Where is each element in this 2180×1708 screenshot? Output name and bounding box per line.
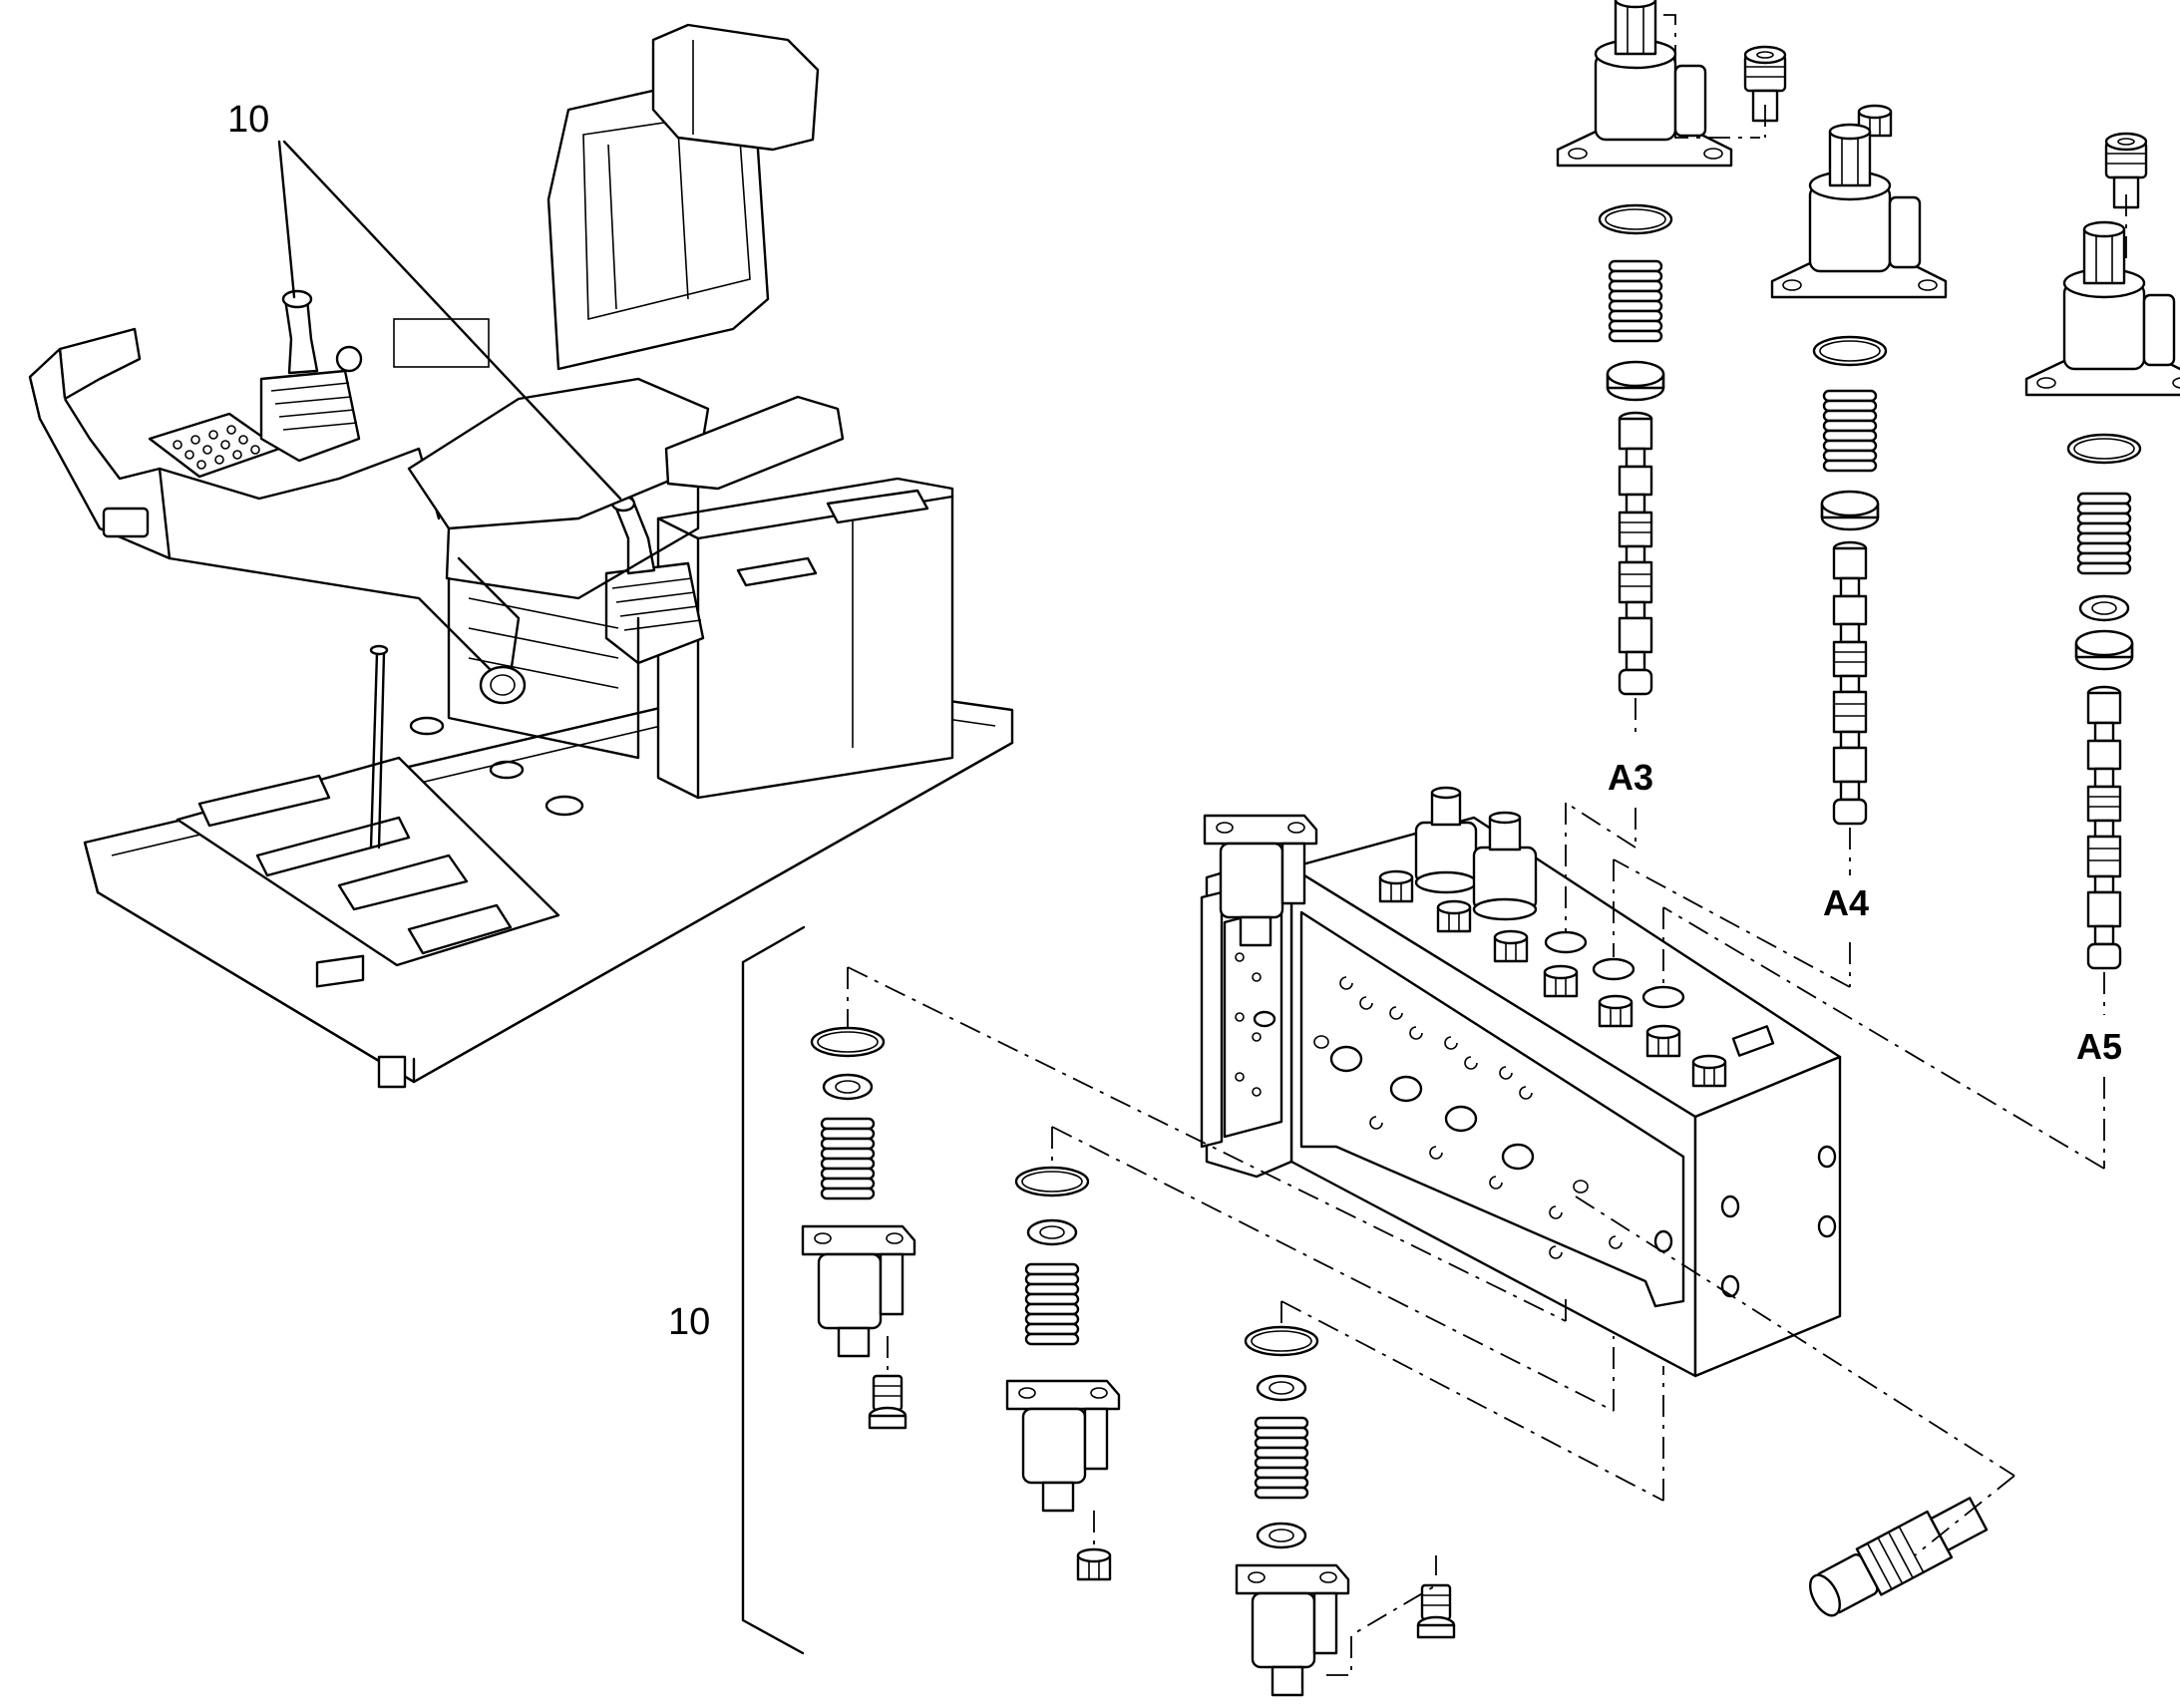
a4-solenoid bbox=[1770, 123, 1948, 299]
headrest bbox=[651, 23, 820, 152]
a4-spool bbox=[1832, 540, 1868, 826]
lower-3-small-washer bbox=[1256, 1522, 1307, 1549]
spool-stack-a5 bbox=[2024, 132, 2180, 970]
assembly-bracket bbox=[741, 925, 806, 1655]
lower-2-solenoid bbox=[1005, 1379, 1121, 1513]
label-a5: A5 bbox=[2076, 1026, 2122, 1067]
lower-group-2 bbox=[1005, 1166, 1121, 1581]
lower-2-o-ring bbox=[1014, 1166, 1090, 1197]
lower-2-spring bbox=[1024, 1262, 1080, 1346]
label-a4: A4 bbox=[1823, 882, 1869, 923]
callout-10-valve: 10 bbox=[668, 1301, 710, 1343]
spool-stack-a4 bbox=[1770, 104, 1948, 826]
control-valve-block bbox=[1200, 786, 1842, 1378]
a5-spool bbox=[2086, 685, 2122, 970]
a5-spring bbox=[2076, 492, 2132, 575]
left-armrest bbox=[58, 327, 142, 401]
lower-group-1 bbox=[801, 1026, 916, 1430]
lower-3-washer bbox=[1256, 1374, 1307, 1402]
valve-top-solenoid-1 bbox=[1414, 786, 1478, 894]
lower-3-spring bbox=[1254, 1416, 1309, 1500]
a5-o-ring bbox=[2066, 433, 2142, 465]
left-joystick-boot bbox=[259, 369, 361, 463]
a3-spool bbox=[1618, 411, 1653, 696]
a5-spring-seat bbox=[2074, 629, 2134, 671]
a4-spring-seat bbox=[1820, 490, 1880, 531]
floor-lever bbox=[369, 651, 379, 850]
lower-1-stud bbox=[868, 1374, 908, 1430]
left-joystick-handle bbox=[283, 297, 319, 375]
right-armrest bbox=[664, 395, 845, 491]
lower-2-nut bbox=[1076, 1547, 1112, 1581]
a3-o-ring bbox=[1598, 203, 1673, 235]
relief-valve-cartridge bbox=[1809, 1497, 1989, 1617]
valve-top-solenoid-2 bbox=[1472, 811, 1538, 921]
lower-3-o-ring bbox=[1244, 1325, 1319, 1357]
lower-1-spring bbox=[820, 1117, 876, 1200]
a4-o-ring bbox=[1812, 335, 1888, 367]
a3-spring bbox=[1608, 259, 1663, 343]
label-a3: A3 bbox=[1608, 757, 1653, 798]
spool-stack-a3 bbox=[1556, 0, 1787, 696]
operator-cab-assembly bbox=[28, 23, 1014, 1089]
a5-solenoid bbox=[2024, 220, 2180, 397]
lower-1-o-ring bbox=[810, 1026, 886, 1058]
lower-1-washer bbox=[822, 1073, 874, 1101]
lower-2-washer bbox=[1026, 1218, 1078, 1246]
a3-spring-seat bbox=[1606, 360, 1665, 402]
a4-spring bbox=[1822, 389, 1878, 473]
right-console bbox=[656, 477, 954, 800]
a5-washer bbox=[2078, 594, 2130, 622]
lower-3-stud bbox=[1416, 1583, 1456, 1639]
assembly-leader-lines bbox=[847, 14, 2127, 1676]
seat-cushion bbox=[407, 377, 710, 530]
right-joystick-boot bbox=[604, 561, 705, 665]
lower-group-3 bbox=[1235, 1325, 1456, 1697]
lower-1-solenoid bbox=[801, 1224, 916, 1358]
a3-solenoid bbox=[1556, 0, 1733, 168]
callout-10-cab: 10 bbox=[227, 99, 269, 141]
seat-adjust-knob bbox=[479, 665, 527, 705]
